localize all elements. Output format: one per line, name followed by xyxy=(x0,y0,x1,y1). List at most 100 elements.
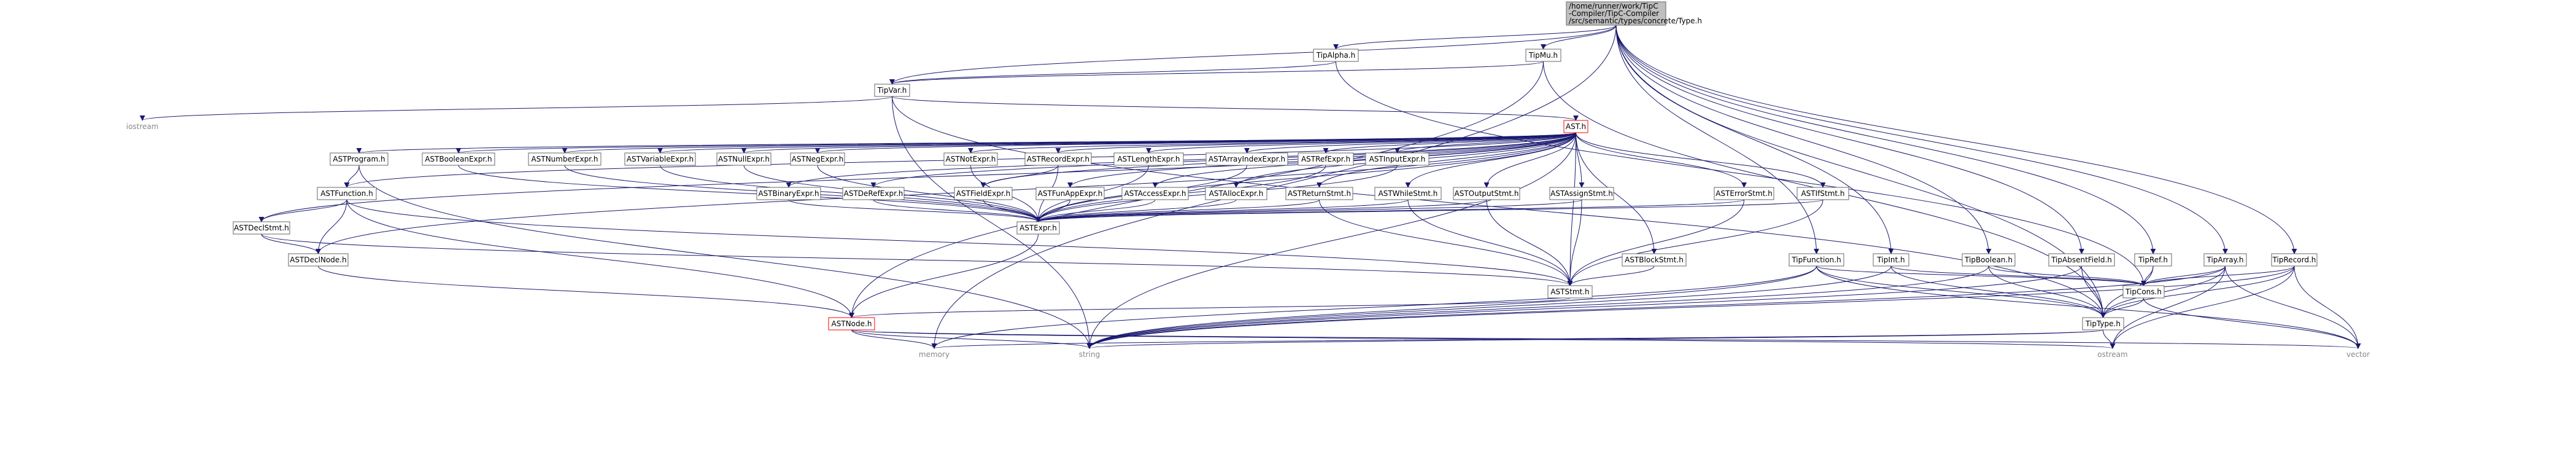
edge-root-to-tiptype xyxy=(1615,25,2106,318)
edge-asterror-to-aststmt xyxy=(1567,199,1744,286)
edge-root-to-tipabsent xyxy=(1615,25,2084,254)
node-tipint[interactable]: TipInt.h xyxy=(1873,253,1909,267)
edge-tipfunction-to-vector xyxy=(1816,265,2361,349)
node-tipalpha[interactable]: TipAlpha.h xyxy=(1313,49,1359,62)
edge-tipboolean-to-string xyxy=(1086,265,1989,349)
node-astalloc-label-0: ASTAllocExpr.h xyxy=(1209,189,1264,198)
node-astfunction[interactable]: ASTFunction.h xyxy=(317,187,377,200)
node-astneg-box xyxy=(790,152,845,166)
edge-astdeclstmt-to-astdeclnode xyxy=(261,233,321,254)
edge-astderef-to-astexpr xyxy=(873,199,1041,222)
node-astexpr[interactable]: ASTExpr.h xyxy=(1016,221,1060,235)
edge-astwhile-to-aststmt xyxy=(1407,199,1573,286)
node-astoutput[interactable]: ASTOutputStmt.h xyxy=(1453,187,1520,200)
node-root-label-0: /home/runner/work/TipC xyxy=(1569,2,1658,10)
node-tipvar[interactable]: TipVar.h xyxy=(874,84,910,97)
edge-tipboolean-to-tipcons xyxy=(1988,265,2146,286)
edge-root-to-tipalpha xyxy=(1333,25,1617,50)
node-astnumber-box xyxy=(528,152,601,166)
node-string: string xyxy=(1079,350,1100,359)
node-tipcons[interactable]: TipCons.h xyxy=(2122,285,2165,299)
node-astfield[interactable]: ASTFieldExpr.h xyxy=(954,187,1013,200)
node-tipfunction-box xyxy=(1789,253,1844,267)
node-astarrayindex-label-0: ASTArrayIndexExpr.h xyxy=(1209,155,1285,163)
edge-asth-to-astarrayindex xyxy=(1244,132,1576,154)
edge-root-to-tipvar xyxy=(889,25,1617,85)
edge-root-to-tipint xyxy=(1615,25,1894,254)
node-tiptype[interactable]: TipType.h xyxy=(2082,317,2124,331)
node-tipboolean[interactable]: TipBoolean.h xyxy=(1962,253,2016,267)
node-astassign[interactable]: ASTAssignStmt.h xyxy=(1549,187,1614,200)
node-astblock[interactable]: ASTBlockStmt.h xyxy=(1622,253,1687,267)
node-iostream-label-0: iostream xyxy=(126,122,159,131)
edge-astif-to-astexpr xyxy=(1035,199,1824,222)
node-tipref-box xyxy=(2134,253,2172,267)
node-aststmt-box xyxy=(1547,285,1593,299)
node-asth-label-0: AST.h xyxy=(1566,122,1586,131)
edge-asth-to-astassign xyxy=(1576,132,1585,188)
node-astnull[interactable]: ASTNullExpr.h xyxy=(716,152,772,166)
edge-astwhile-to-astexpr xyxy=(1035,199,1409,222)
node-tiprecord[interactable]: TipRecord.h xyxy=(2271,253,2318,267)
node-astwhile[interactable]: ASTWhileStmt.h xyxy=(1374,187,1442,200)
node-astwhile-label-0: ASTWhileStmt.h xyxy=(1379,189,1438,198)
node-astdeclstmt-box xyxy=(233,221,290,235)
node-aststmt[interactable]: ASTStmt.h xyxy=(1547,285,1593,299)
node-astif-label-0: ASTIfStmt.h xyxy=(1801,189,1844,198)
node-astalloc[interactable]: ASTAllocExpr.h xyxy=(1205,187,1267,200)
edge-astblock-to-aststmt xyxy=(1567,265,1655,286)
node-memory: memory xyxy=(919,350,950,359)
node-tipabsent[interactable]: TipAbsentField.h xyxy=(2048,253,2115,267)
node-astdeclnode[interactable]: ASTDeclNode.h xyxy=(288,253,349,267)
node-tipref[interactable]: TipRef.h xyxy=(2134,253,2172,267)
node-astfunction-label-0: ASTFunction.h xyxy=(320,189,373,198)
node-astderef-label-0: ASTDeRefExpr.h xyxy=(844,189,903,198)
node-tiprecord-label-0: TipRecord.h xyxy=(2272,256,2316,264)
node-astaccess[interactable]: ASTAccessExpr.h xyxy=(1121,187,1189,200)
node-astinput[interactable]: ASTInputExpr.h xyxy=(1365,152,1429,166)
node-astderef[interactable]: ASTDeRefExpr.h xyxy=(842,187,905,200)
node-tiparray[interactable]: TipArray.h xyxy=(2203,253,2247,267)
node-tiprecord-box xyxy=(2271,253,2318,267)
node-vector: vector xyxy=(2346,350,2370,359)
node-astbinary[interactable]: ASTBinaryExpr.h xyxy=(756,187,821,200)
node-asterror[interactable]: ASTErrorStmt.h xyxy=(1714,187,1774,200)
node-astnot[interactable]: ASTNotExpr.h xyxy=(943,152,998,166)
edge-astboolean-to-astexpr xyxy=(458,165,1041,222)
node-astlength[interactable]: ASTLengthExpr.h xyxy=(1113,152,1184,166)
node-root[interactable]: /home/runner/work/TipC-Compiler/TipC-Com… xyxy=(1566,1,1702,26)
node-astboolean[interactable]: ASTBooleanExpr.h xyxy=(422,152,495,166)
node-astreturn-label-0: ASTReturnStmt.h xyxy=(1288,189,1351,198)
node-astprogram[interactable]: ASTProgram.h xyxy=(330,152,389,166)
edge-tipfunction-to-tiptype xyxy=(1816,265,2106,318)
node-tipfunction[interactable]: TipFunction.h xyxy=(1789,253,1844,267)
edge-asth-to-astoutput xyxy=(1483,132,1576,188)
node-string-label-0: string xyxy=(1079,350,1100,359)
node-astnode[interactable]: ASTNode.h xyxy=(828,317,875,331)
edge-aststmt-to-astnode xyxy=(849,297,1571,318)
node-tipmu[interactable]: TipMu.h xyxy=(1525,49,1561,62)
edge-asth-to-astneg xyxy=(815,132,1576,154)
node-asth[interactable]: AST.h xyxy=(1563,120,1588,133)
edge-asth-to-string xyxy=(1086,132,1576,349)
edge-astnode-to-string xyxy=(851,329,1093,349)
node-tipalpha-box xyxy=(1313,49,1359,62)
node-astif[interactable]: ASTIfStmt.h xyxy=(1797,187,1849,200)
node-astreturn[interactable]: ASTReturnStmt.h xyxy=(1285,187,1353,200)
node-astdeclstmt[interactable]: ASTDeclStmt.h xyxy=(233,221,290,235)
node-astneg[interactable]: ASTNegExpr.h xyxy=(790,152,845,166)
node-astarrayindex[interactable]: ASTArrayIndexExpr.h xyxy=(1205,152,1288,166)
node-astif-box xyxy=(1797,187,1849,200)
node-astinput-label-0: ASTInputExpr.h xyxy=(1369,155,1426,163)
edge-astexpr-to-astnode xyxy=(849,233,1039,318)
node-astref-box xyxy=(1298,152,1354,166)
node-astref[interactable]: ASTRefExpr.h xyxy=(1298,152,1354,166)
node-astfunapp[interactable]: ASTFunAppExpr.h xyxy=(1035,187,1105,200)
node-astnumber[interactable]: ASTNumberExpr.h xyxy=(528,152,601,166)
node-astvariable[interactable]: ASTVariableExpr.h xyxy=(624,152,696,166)
node-astnode-box xyxy=(828,317,875,331)
node-astrecord[interactable]: ASTRecordExpr.h xyxy=(1024,152,1092,166)
node-astfield-box xyxy=(954,187,1013,200)
edge-astfunction-to-aststmt xyxy=(346,199,1573,286)
